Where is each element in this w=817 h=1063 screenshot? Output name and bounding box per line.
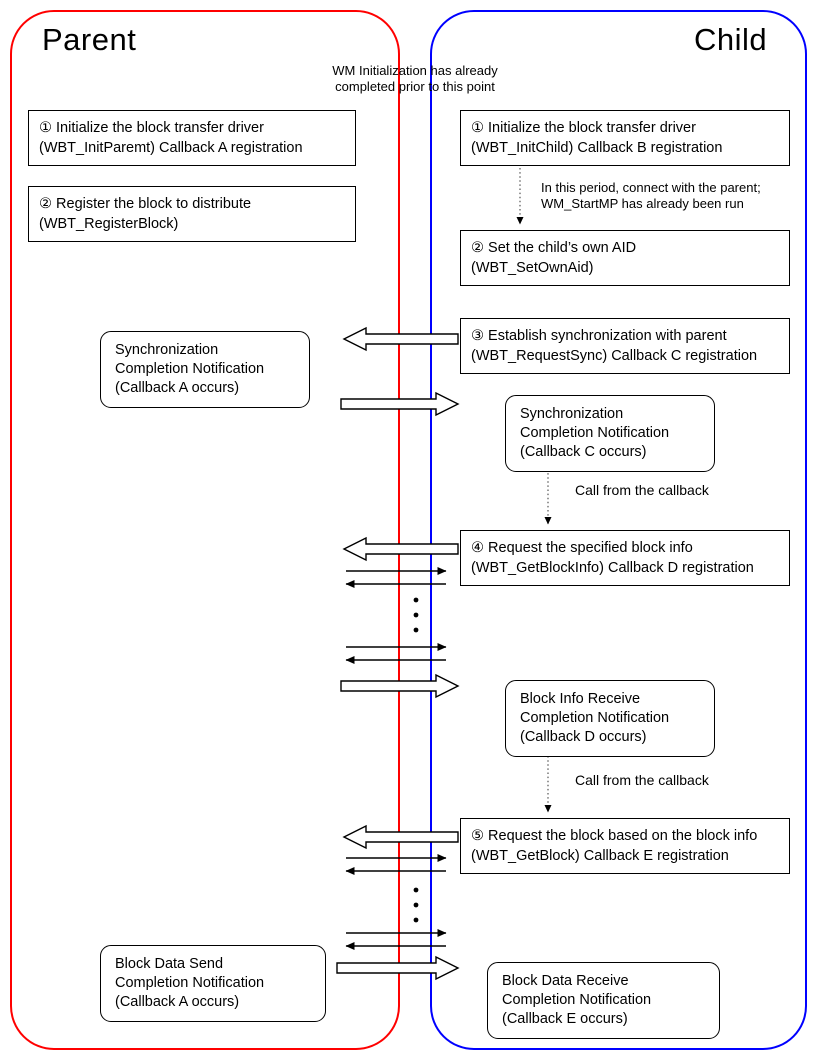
block-arrow-blockinfo-complete-right	[340, 673, 460, 699]
child-init-driver-box: ① Initialize the block transfer driver (…	[460, 110, 790, 166]
box-text-line: ③ Establish synchronization with parent	[471, 328, 727, 344]
box-text-line: (WBT_GetBlockInfo) Callback D registrati…	[471, 560, 754, 576]
ellipsis-dot	[413, 612, 419, 618]
box-text-line: (Callback C occurs)	[520, 444, 647, 460]
child-sync-complete-note: Synchronization Completion Notification …	[505, 395, 715, 472]
note-line: WM Initialization has already	[332, 63, 498, 78]
box-text-line: Completion Notification	[502, 992, 652, 1008]
box-text-line: Block Data Receive	[502, 973, 629, 989]
child-lane-outline	[430, 10, 807, 1050]
box-text-line: ② Register the block to distribute	[39, 196, 252, 212]
box-text-line: Block Info Receive	[520, 691, 641, 707]
ellipsis-dot	[413, 887, 419, 893]
box-text-line: (Callback E occurs)	[502, 1011, 628, 1027]
note-line: WM_StartMP has already been run	[541, 196, 744, 211]
box-text-line: Synchronization	[115, 342, 219, 358]
box-text-line: (WBT_InitParemt) Callback A registration	[39, 140, 303, 156]
child-request-sync-box: ③ Establish synchronization with parent …	[460, 318, 790, 374]
box-text-line: ① Initialize the block transfer driver	[39, 120, 264, 136]
box-text-line: Completion Notification	[115, 975, 265, 991]
child-set-aid-box: ② Set the child’s own AID (WBT_SetOwnAid…	[460, 230, 790, 286]
child-getblockinfo-box: ④ Request the specified block info (WBT_…	[460, 530, 790, 586]
ellipsis-dot	[413, 627, 419, 633]
child-getblock-box: ⑤ Request the block based on the block i…	[460, 818, 790, 874]
parent-sync-complete-note: Synchronization Completion Notification …	[100, 331, 310, 408]
block-arrow-getblock-left	[342, 824, 459, 850]
parent-register-block-box: ② Register the block to distribute (WBT_…	[28, 186, 356, 242]
box-text-line: ② Set the child’s own AID	[471, 240, 637, 256]
box-text-line: ⑤ Request the block based on the block i…	[471, 828, 758, 844]
block-arrow-blockdata-complete-right	[336, 955, 460, 981]
box-text-line: (WBT_RegisterBlock)	[39, 216, 179, 232]
parent-lane-outline	[10, 10, 400, 1050]
child-lane-title: Child	[694, 22, 768, 57]
ellipsis-dot	[413, 917, 419, 923]
callback-call-label-2: Call from the callback	[575, 772, 709, 788]
box-text-line: (Callback D occurs)	[520, 729, 647, 745]
box-text-line: (WBT_GetBlock) Callback E registration	[471, 848, 729, 864]
note-line: In this period, connect with the parent;	[541, 180, 761, 195]
box-text-line: (Callback A occurs)	[115, 994, 240, 1010]
box-text-line: ④ Request the specified block info	[471, 540, 693, 556]
parent-send-complete-note: Block Data Send Completion Notification …	[100, 945, 326, 1022]
parent-lane-title: Parent	[42, 22, 137, 57]
ellipsis-dot	[413, 597, 419, 603]
box-text-line: Synchronization	[520, 406, 624, 422]
note-line: completed prior to this point	[335, 79, 495, 94]
box-text-line: ① Initialize the block transfer driver	[471, 120, 696, 136]
block-arrow-getblockinfo-left	[342, 536, 459, 562]
box-text-line: (WBT_SetOwnAid)	[471, 260, 594, 276]
box-text-line: Completion Notification	[520, 425, 670, 441]
child-receive-complete-note: Block Data Receive Completion Notificati…	[487, 962, 720, 1039]
callback-call-label-1: Call from the callback	[575, 482, 709, 498]
child-blockinfo-complete-note: Block Info Receive Completion Notificati…	[505, 680, 715, 757]
box-text-line: (WBT_InitChild) Callback B registration	[471, 140, 723, 156]
box-text-line: (Callback A occurs)	[115, 380, 240, 396]
box-text-line: (WBT_RequestSync) Callback C registratio…	[471, 348, 758, 364]
child-connect-period-note: In this period, connect with the parent;…	[541, 180, 761, 212]
box-text-line: Completion Notification	[520, 710, 670, 726]
parent-init-driver-box: ① Initialize the block transfer driver (…	[28, 110, 356, 166]
ellipsis-dot	[413, 902, 419, 908]
box-text-line: Completion Notification	[115, 361, 265, 377]
wm-init-note: WM Initialization has already completed …	[300, 63, 530, 95]
block-arrow-sync-complete-right	[340, 391, 460, 417]
block-arrow-request-sync-left	[342, 326, 459, 352]
box-text-line: Block Data Send	[115, 956, 224, 972]
